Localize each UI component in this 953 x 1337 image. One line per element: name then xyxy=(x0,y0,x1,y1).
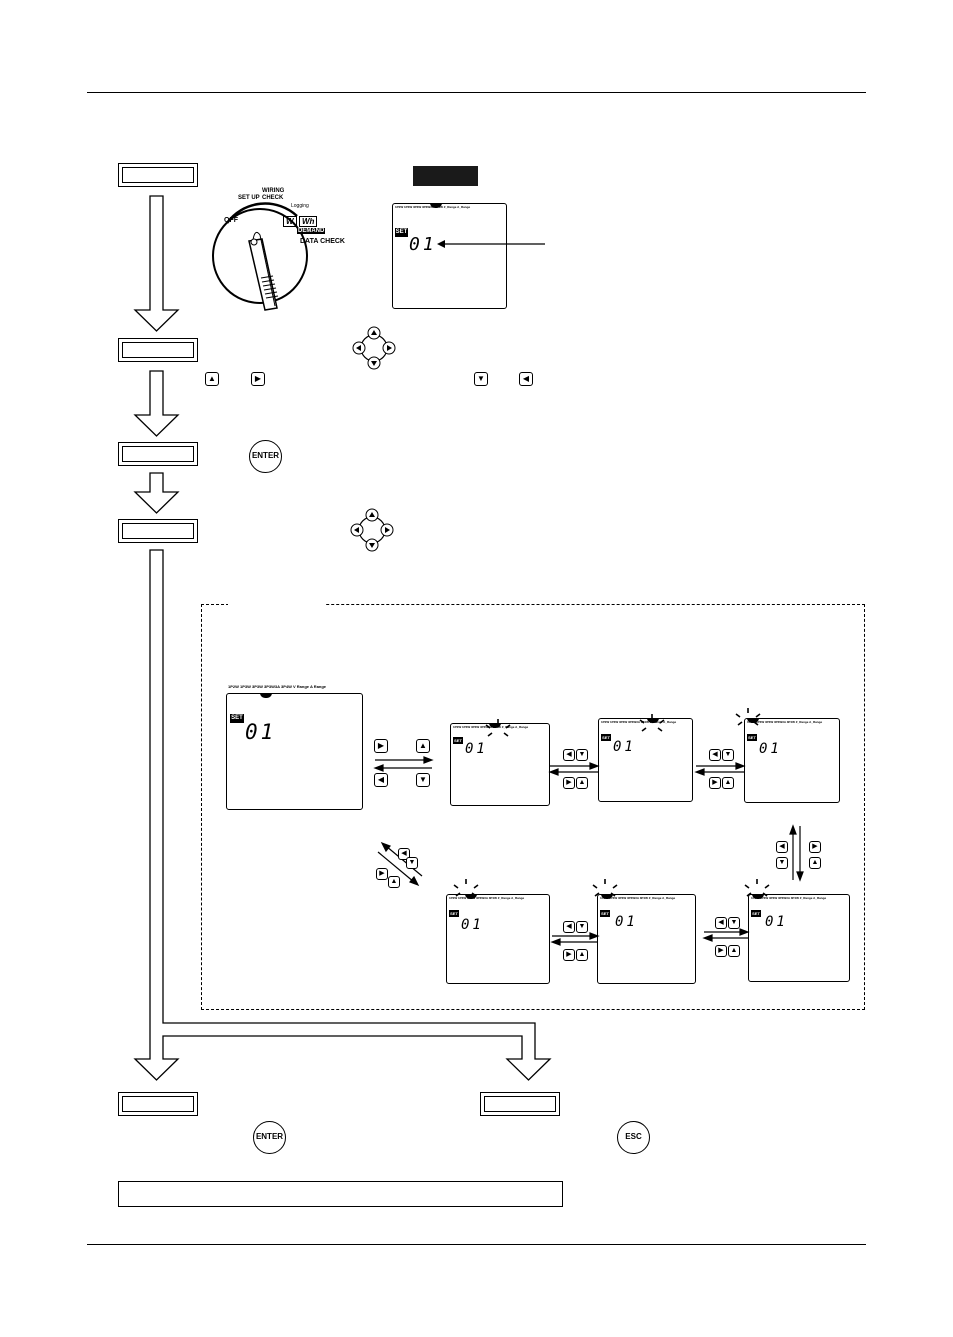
panel-lcd-6-value: 01 xyxy=(765,914,788,930)
right-key-icon: ▶ xyxy=(563,777,575,789)
down-key-icon: ▼ xyxy=(776,857,788,869)
right-key-icon: ▶ xyxy=(376,868,388,880)
dial-label-off: OFF xyxy=(224,217,238,224)
right-key-icon: ▶ xyxy=(709,777,721,789)
panel-lcd-2-top: 1P2W 1P3W 3P3W 3P3W3A 3P4W Z_Range A_Ran… xyxy=(601,720,677,724)
header-rule xyxy=(87,92,866,93)
up-key-icon: ▲ xyxy=(205,372,219,386)
blink-icon xyxy=(453,708,770,897)
panel-lcd-3-set: SET xyxy=(747,734,757,741)
step-box-2 xyxy=(118,338,198,362)
up-key-icon: ▲ xyxy=(576,949,588,961)
right-key-icon: ▶ xyxy=(251,372,265,386)
left-key-icon: ◀ xyxy=(519,372,533,386)
display-header-badge xyxy=(413,166,478,186)
panel-lcd-5-top: 1P2W 1P3W 3P3W 3P3W3A 3P4W Z_Range A_Ran… xyxy=(600,896,676,900)
up-key-icon: ▲ xyxy=(388,876,400,888)
cursor-pad-icon xyxy=(350,508,394,552)
left-key-icon: ◀ xyxy=(776,841,788,853)
right-key-icon: ▶ xyxy=(809,841,821,853)
panel-gap xyxy=(228,602,326,606)
dial-label-datacheck: DATA CHECK xyxy=(300,238,345,245)
step-box-1 xyxy=(118,163,198,187)
left-key-icon: ◀ xyxy=(715,917,727,929)
panel-big-value: 01 xyxy=(245,720,277,744)
dial-label-wh: Wh xyxy=(299,216,318,227)
right-key-icon: ▶ xyxy=(715,945,727,957)
left-key-icon: ◀ xyxy=(374,773,388,787)
panel-lcd-4-value: 01 xyxy=(461,917,484,933)
panel-lcd-4-top: 1P2W 1P3W 3P3W 3P3W3A 3P4W Z_Range A_Ran… xyxy=(449,896,525,900)
step-box-4 xyxy=(118,519,198,543)
main-lcd: 1P2W 1P3W 3P3W 3P3W3A 3P4W Z_Range A_Ran… xyxy=(392,203,507,309)
down-key-icon: ▼ xyxy=(576,921,588,933)
panel-lcd-4: 1P2W 1P3W 3P3W 3P3W3A 3P4W Z_Range A_Ran… xyxy=(446,894,550,984)
up-key-icon: ▲ xyxy=(722,777,734,789)
dial-switch-icon xyxy=(212,202,308,311)
panel-lcd-1-top: 1P2W 1P3W 3P3W 3P3W3A 3P4W Z_Range A_Ran… xyxy=(453,725,529,729)
down-key-icon: ▼ xyxy=(474,372,488,386)
cursor-pad-icon xyxy=(352,326,396,370)
panel-lcd-5-value: 01 xyxy=(615,914,638,930)
example-panel xyxy=(201,604,865,1010)
down-key-icon: ▼ xyxy=(576,749,588,761)
panel-lcd-5-set: SET xyxy=(600,910,610,917)
step-box-5 xyxy=(118,1092,198,1116)
panel-lcd-1: 1P2W 1P3W 3P3W 3P3W3A 3P4W Z_Range A_Ran… xyxy=(450,723,550,806)
pointer-arrow xyxy=(437,240,545,248)
left-key-icon: ◀ xyxy=(563,749,575,761)
dial-label-wiring: WIRING CHECK xyxy=(262,188,285,201)
esc-button-icon: ESC xyxy=(617,1121,650,1154)
panel-lcd-3: 1P2W 1P3W 3P3W 3P3W3A 3P4W Z_Range A_Ran… xyxy=(744,718,840,803)
panel-lcd-3-top: 1P2W 1P3W 3P3W 3P3W3A 3P4W Z_Range A_Ran… xyxy=(747,720,823,724)
up-key-icon: ▲ xyxy=(416,739,430,753)
up-key-icon: ▲ xyxy=(809,857,821,869)
lcd-value: 01 xyxy=(409,234,437,255)
panel-lcd-5: 1P2W 1P3W 3P3W 3P3W3A 3P4W Z_Range A_Ran… xyxy=(597,894,696,984)
step-box-6 xyxy=(480,1092,560,1116)
step-box-3 xyxy=(118,442,198,466)
enter-button-icon: ENTER xyxy=(253,1121,286,1154)
right-key-icon: ▶ xyxy=(374,739,388,753)
panel-big-lcd-top: 1P2W 1P3W 3P3W 3P3W3A 3P4W V Range A Ran… xyxy=(228,685,327,689)
enter-button-icon: ENTER xyxy=(249,440,282,473)
dial-label-setup: SET UP xyxy=(238,195,260,201)
panel-lcd-6-top: 1P2W 1P3W 3P3W 3P3W3A 3P4W Z_Range A_Ran… xyxy=(751,896,827,900)
panel-lcd-1-value: 01 xyxy=(465,741,488,757)
dial-label-demand: DEMAND xyxy=(297,228,326,234)
note-box xyxy=(118,1181,563,1207)
footer-rule xyxy=(87,1244,866,1245)
panel-lcd-2-value: 01 xyxy=(613,739,636,755)
right-key-icon: ▶ xyxy=(563,949,575,961)
panel-lcd-3-value: 01 xyxy=(759,741,782,757)
dial-label-w: W xyxy=(283,216,297,227)
panel-big-lcd: 1P2W 1P3W 3P3W 3P3W3A 3P4W V Range A Ran… xyxy=(226,685,363,810)
dial-label-logging: Logging xyxy=(291,203,309,209)
left-key-icon: ◀ xyxy=(709,749,721,761)
panel-lcd-4-set: SET xyxy=(449,910,459,917)
left-key-icon: ◀ xyxy=(563,921,575,933)
down-key-icon: ▼ xyxy=(406,857,418,869)
down-key-icon: ▼ xyxy=(416,773,430,787)
up-key-icon: ▲ xyxy=(576,777,588,789)
up-key-icon: ▲ xyxy=(728,945,740,957)
lcd-top-label: 1P2W 1P3W 3P3W 3P3W3A 3P4W Z_Range A_Ran… xyxy=(395,205,471,209)
panel-lcd-2: 1P2W 1P3W 3P3W 3P3W3A 3P4W Z_Range A_Ran… xyxy=(598,718,693,802)
panel-lcd-1-set: SET xyxy=(453,737,463,744)
panel-lcd-2-set: SET xyxy=(601,734,611,741)
panel-lcd-6-set: SET xyxy=(751,910,761,917)
down-key-icon: ▼ xyxy=(722,749,734,761)
panel-big-set-badge: SET xyxy=(230,714,244,723)
down-key-icon: ▼ xyxy=(728,917,740,929)
panel-lcd-6: 1P2W 1P3W 3P3W 3P3W3A 3P4W Z_Range A_Ran… xyxy=(748,894,850,982)
lcd-set-badge: SET xyxy=(395,228,408,237)
